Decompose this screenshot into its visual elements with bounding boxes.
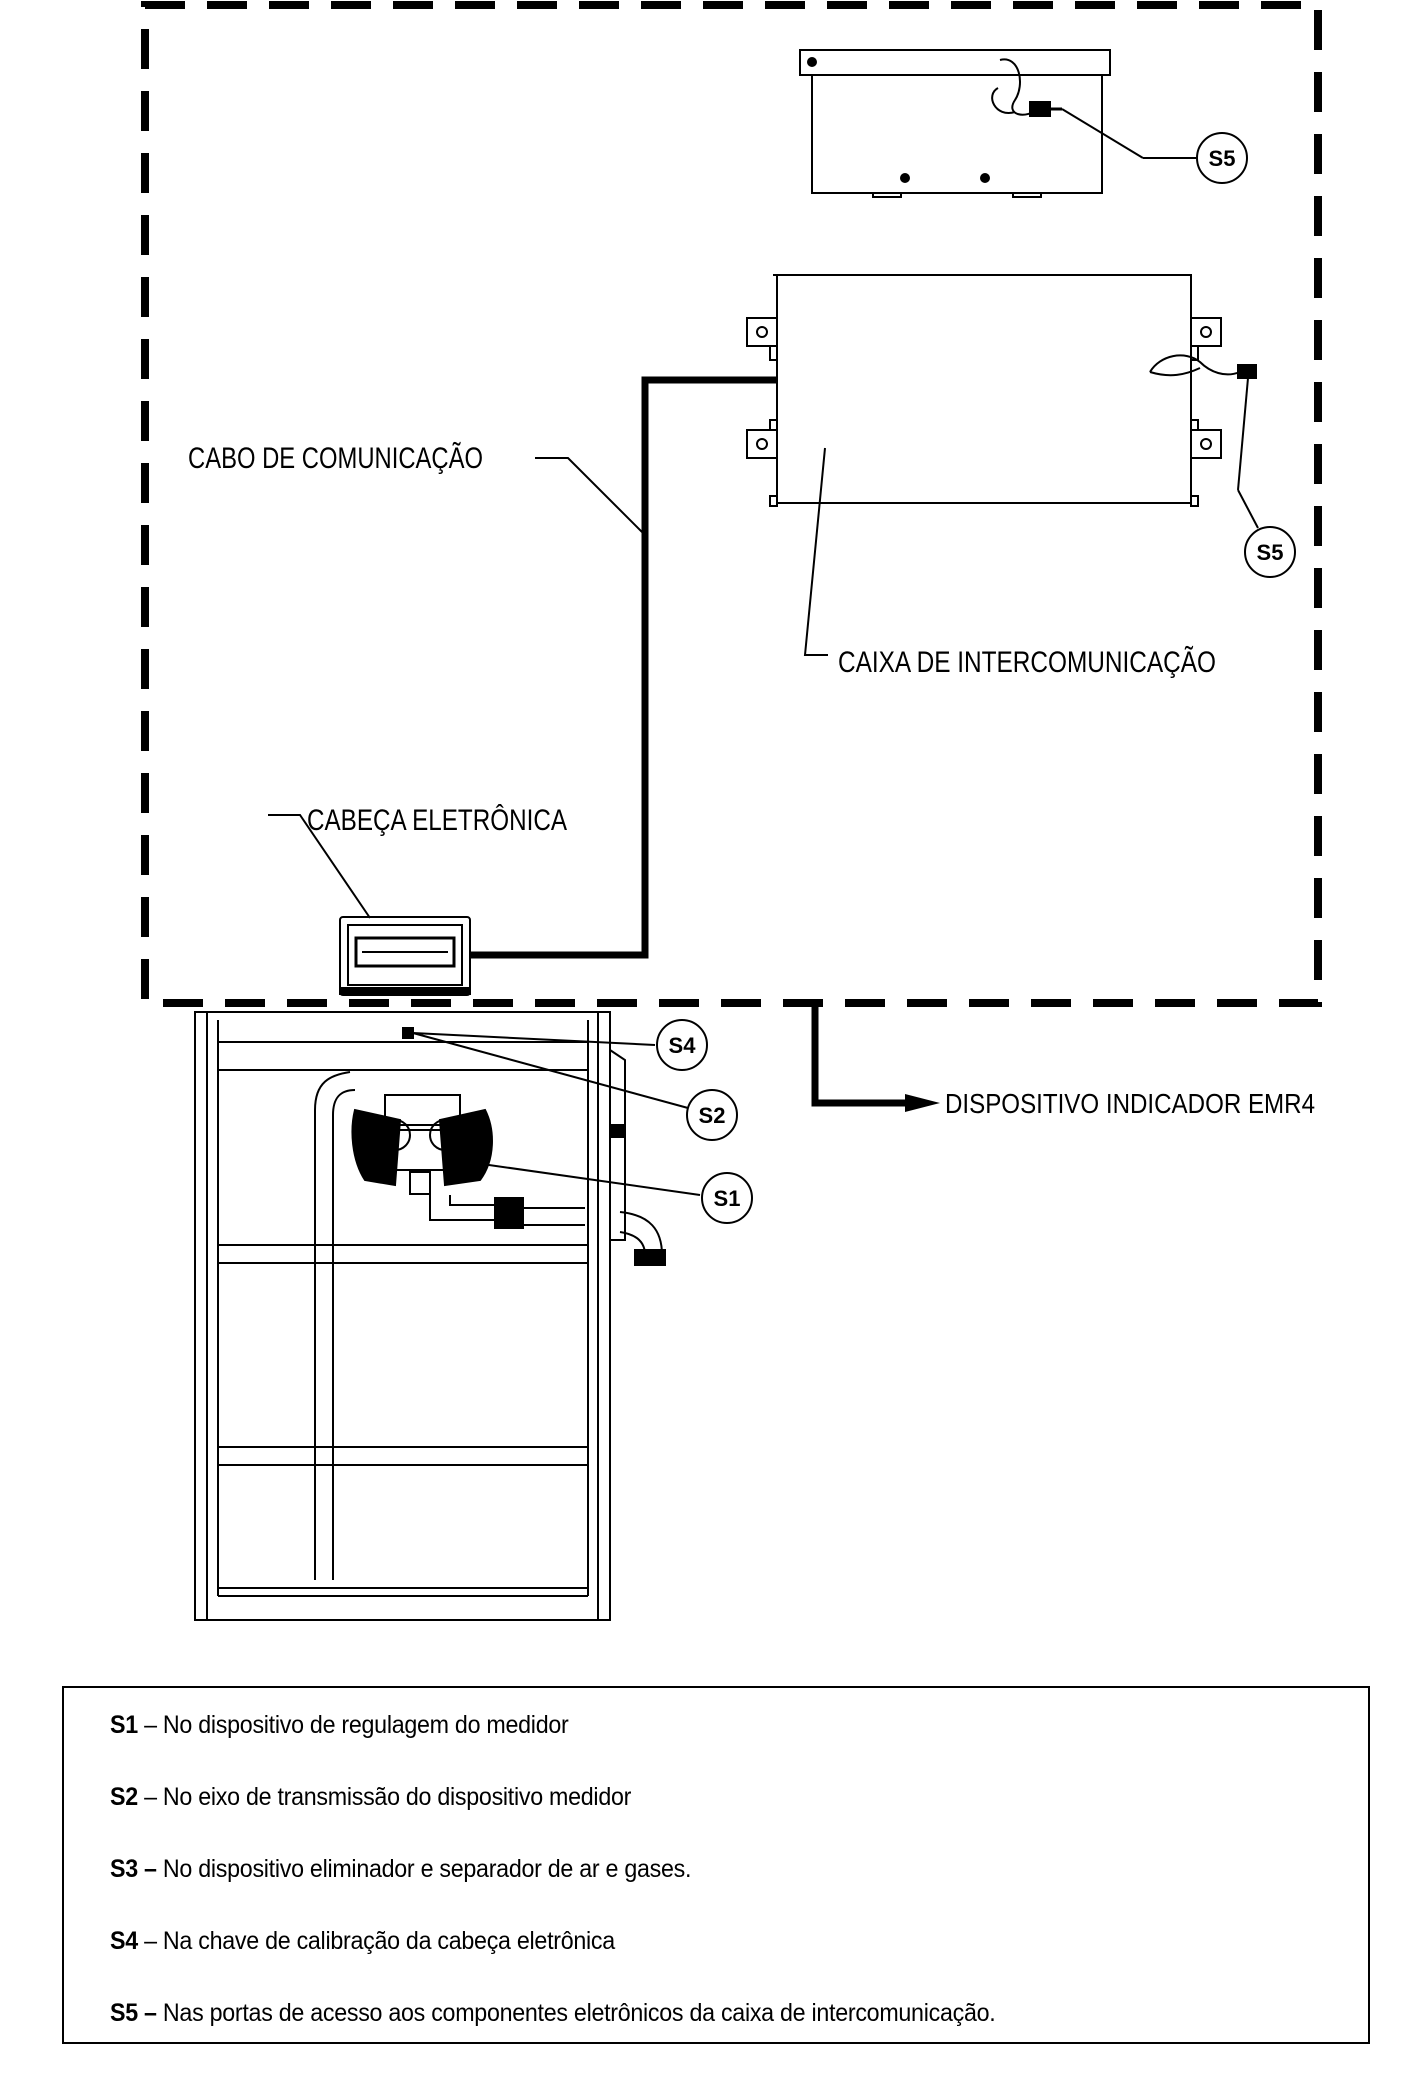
label-cabeca-eletronica: CABEÇA ELETRÔNICA xyxy=(307,803,567,837)
svg-text:S2: S2 xyxy=(699,1103,726,1128)
svg-text:S1: S1 xyxy=(714,1186,741,1211)
communication-cable xyxy=(470,376,777,959)
top-enclosure xyxy=(799,49,1111,198)
leader-lines xyxy=(268,108,1259,1196)
label-dispositivo-indicador: DISPOSITIVO INDICADOR EMR4 xyxy=(945,1088,1315,1119)
legend-row-s5: S5 – Nas portas de acesso aos componente… xyxy=(110,1999,996,2027)
seal-legend: S1 – No dispositivo de regulagem do medi… xyxy=(62,1686,1370,2044)
dispenser-cabinet xyxy=(194,1011,666,1621)
callout-s1: S1 xyxy=(701,1172,753,1224)
label-cabo-de-comunicacao: CABO DE COMUNICAÇÃO xyxy=(188,441,483,475)
callout-s2: S2 xyxy=(686,1089,738,1141)
legend-row-s1: S1 – No dispositivo de regulagem do medi… xyxy=(110,1711,569,1739)
callout-s5-top: S5 xyxy=(1196,132,1248,184)
emr4-output-line xyxy=(811,1003,940,1112)
legend-row-s4: S4 – Na chave de calibração da cabeça el… xyxy=(110,1927,615,1955)
callout-s5-right: S5 xyxy=(1244,526,1296,578)
sealed-area-boundary xyxy=(141,1,1322,1007)
legend-row-s2: S2 – No eixo de transmissão do dispositi… xyxy=(110,1783,632,1811)
electronic-head xyxy=(339,916,471,996)
svg-text:S4: S4 xyxy=(669,1033,697,1058)
svg-text:S5: S5 xyxy=(1257,540,1284,565)
intercom-box xyxy=(746,274,1257,507)
legend-row-s3: S3 – No dispositivo eliminador e separad… xyxy=(110,1855,692,1883)
seal-points-diagram: S5 S5 S4 S2 S1 CABO DE COMUNICAÇÃO CAIXA… xyxy=(141,1,1322,1621)
callout-s4: S4 xyxy=(656,1019,708,1071)
svg-text:S5: S5 xyxy=(1209,146,1236,171)
label-caixa-de-intercomunicacao: CAIXA DE INTERCOMUNICAÇÃO xyxy=(838,645,1216,679)
